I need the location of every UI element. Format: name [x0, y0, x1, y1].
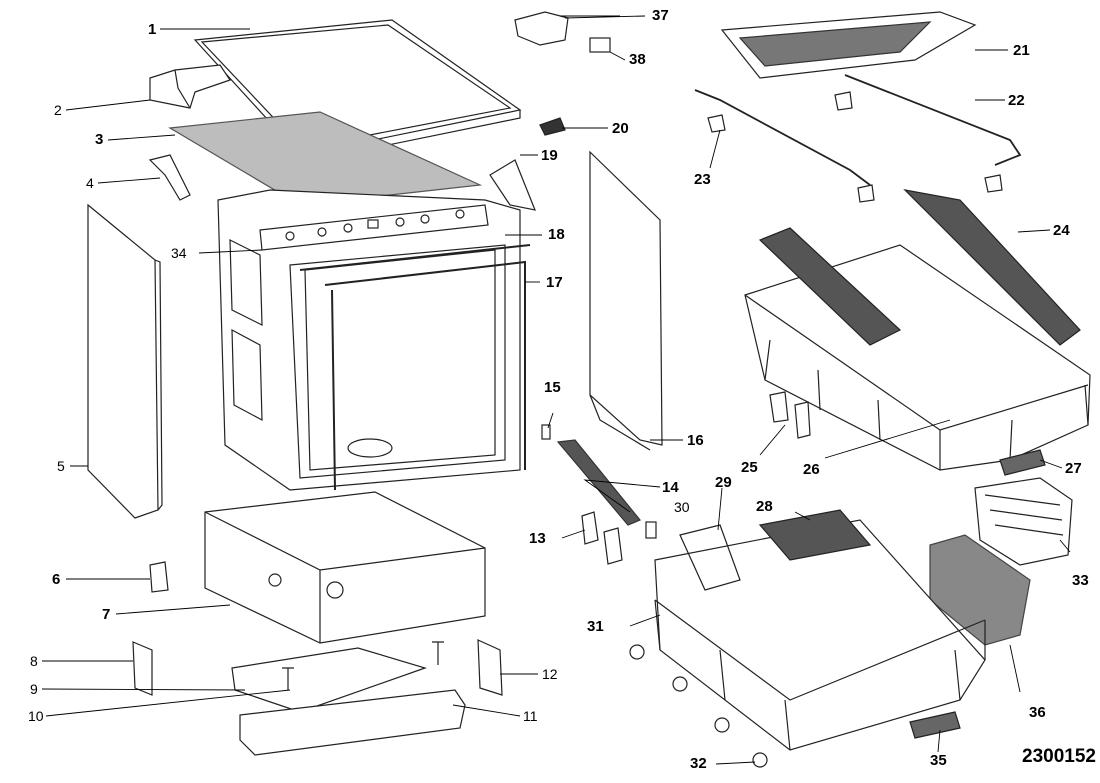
part-plate-rack	[679, 524, 741, 591]
part-base	[204, 491, 486, 644]
callout-7: 7	[102, 606, 111, 623]
part-basket-clip	[769, 391, 811, 439]
callout-10: 10	[28, 708, 44, 724]
part-top-bracket	[149, 64, 231, 109]
callout-1: 1	[148, 21, 157, 38]
callout-27: 27	[1065, 460, 1082, 477]
callout-28: 28	[756, 498, 773, 515]
callout-5: 5	[57, 458, 65, 474]
part-side-panel-left	[87, 203, 159, 519]
part-spray-arm-hub	[514, 11, 569, 46]
part-tine-row	[758, 509, 872, 561]
callout-8: 8	[30, 653, 38, 669]
part-plate-right	[477, 639, 503, 696]
callout-30: 30	[674, 499, 690, 515]
part-stop	[707, 114, 726, 133]
callout-33: 33	[1072, 572, 1089, 589]
part-lower-handle	[909, 711, 961, 739]
part-kickplate	[239, 689, 466, 756]
callout-19: 19	[541, 147, 558, 164]
part-hinge-left	[581, 511, 599, 545]
part-hinge-right	[603, 527, 623, 565]
callout-35: 35	[930, 752, 947, 769]
callout-2: 2	[54, 102, 62, 118]
part-clip-20	[539, 117, 566, 136]
callout-4: 4	[86, 175, 94, 191]
part-clip	[541, 424, 551, 440]
callout-38: 38	[629, 51, 646, 68]
part-screw	[282, 641, 444, 690]
part-bracket-right	[489, 159, 536, 211]
part-plate-left	[132, 641, 153, 696]
callout-3: 3	[95, 131, 104, 148]
callout-6: 6	[52, 571, 61, 588]
part-lower-basket	[654, 519, 986, 751]
callout-14: 14	[662, 479, 679, 496]
callout-31: 31	[587, 618, 604, 635]
part-bracket-left	[148, 154, 191, 201]
callout-15: 15	[544, 379, 561, 396]
callout-20: 20	[612, 120, 629, 137]
part-plinth-tray	[231, 647, 427, 713]
callout-34: 34	[171, 245, 187, 261]
part-small-clip	[645, 521, 657, 539]
part-catch	[589, 37, 611, 53]
callout-18: 18	[548, 226, 565, 243]
callout-16: 16	[687, 432, 704, 449]
part-door-seal	[324, 260, 526, 491]
callout-13: 13	[529, 530, 546, 547]
part-upper-basket	[744, 227, 1091, 471]
part-valve	[149, 561, 169, 593]
callout-17: 17	[546, 274, 563, 291]
callout-32: 32	[690, 755, 707, 772]
callout-11: 11	[523, 708, 538, 724]
part-tub	[217, 189, 521, 491]
part-tub-gasket	[299, 244, 531, 271]
callout-25: 25	[741, 459, 758, 476]
drawing-code: 2300152	[1022, 746, 1096, 767]
part-basket-handle	[999, 449, 1046, 476]
callout-26: 26	[803, 461, 820, 478]
callout-36: 36	[1029, 704, 1046, 721]
part-cutlery-basket	[974, 477, 1073, 566]
callout-37: 37	[652, 7, 669, 24]
part-rail-wire	[694, 74, 1022, 186]
callout-24: 24	[1053, 222, 1070, 239]
leader-lines	[41, 15, 1071, 765]
part-side-panel-right	[589, 150, 663, 446]
callout-22: 22	[1008, 92, 1025, 109]
part-rail	[556, 439, 641, 526]
callout-12: 12	[542, 666, 558, 682]
callout-29: 29	[715, 474, 732, 491]
callout-21: 21	[1013, 42, 1030, 59]
part-upper-comb	[903, 189, 1081, 346]
callout-9: 9	[30, 681, 38, 697]
callout-23: 23	[694, 171, 711, 188]
part-insulation	[168, 111, 483, 206]
part-wheels	[629, 644, 768, 768]
